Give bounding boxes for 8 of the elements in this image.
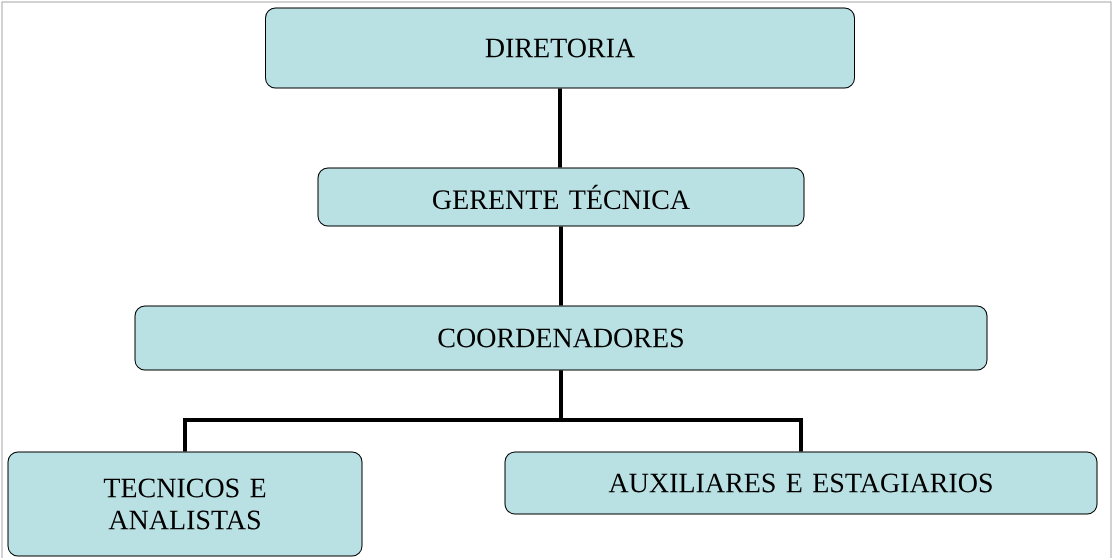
connector-line <box>558 88 562 168</box>
org-box: GERENTE TÉCNICA <box>317 167 805 227</box>
org-box: DIRETORIA <box>265 7 855 89</box>
org-box: TECNICOS E ANALISTAS <box>7 451 363 557</box>
org-box: AUXILIARES E ESTAGIARIOS <box>504 451 1098 515</box>
connector-line <box>559 370 803 452</box>
org-box: COORDENADORES <box>134 305 988 371</box>
connector-line <box>559 226 563 306</box>
